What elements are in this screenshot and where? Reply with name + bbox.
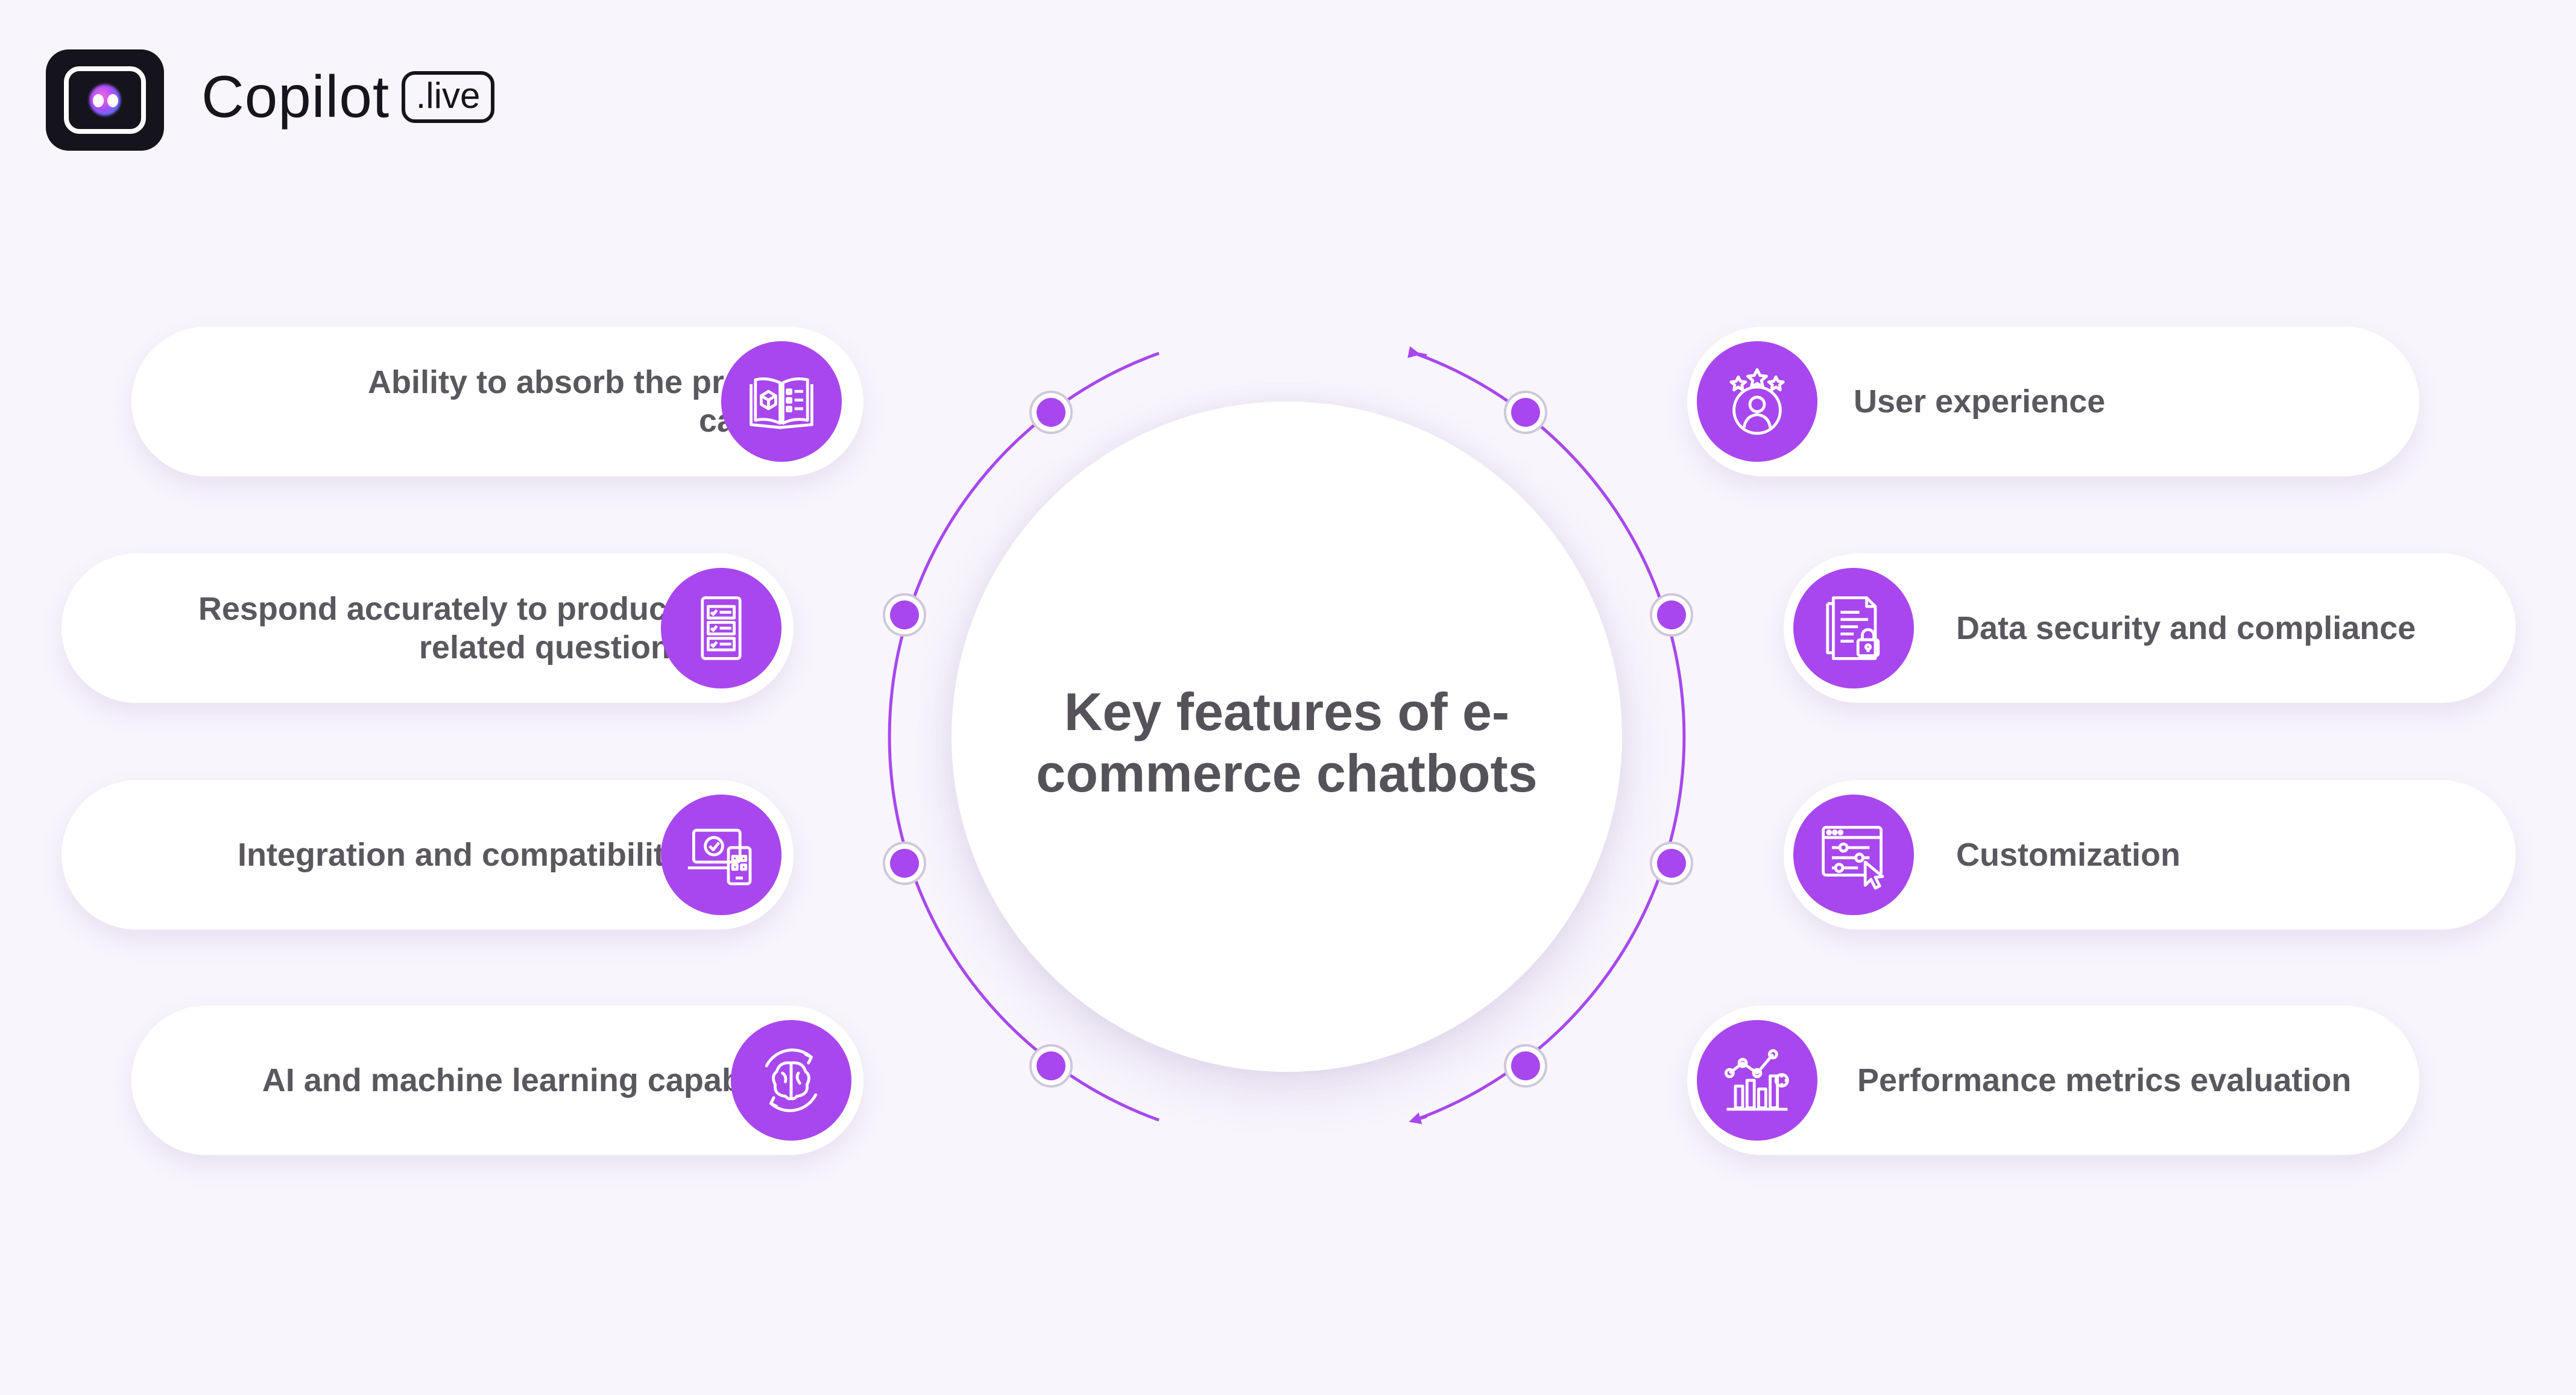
right-arc (1414, 351, 1686, 1122)
node-dot-left-3 (883, 842, 926, 885)
feature-card-customization: Customization (1784, 780, 2516, 930)
catalog-book-icon (721, 341, 842, 462)
node-dot-left-1 (1029, 391, 1073, 434)
analytics-chart-icon (1697, 1020, 1817, 1141)
node-dot-right-3 (1650, 842, 1693, 885)
feature-label: Customization (1956, 837, 2180, 873)
feature-label: Data security and compliance (1956, 610, 2416, 646)
left-arc (888, 351, 1160, 1122)
node-dot-left-2 (883, 593, 926, 637)
feature-card-ai: AI and machine learning capabilities (131, 1006, 863, 1155)
feature-card-integration: Integration and compatibility (62, 780, 794, 930)
feature-card-data-security: Data security and compliance (1784, 553, 2516, 703)
node-dot-right-1 (1504, 391, 1547, 434)
brain-cycle-icon (731, 1020, 851, 1141)
feature-card-performance: Performance metrics evaluation (1687, 1006, 2419, 1155)
feature-card-catalog: Ability to absorb the product catalog (131, 327, 863, 476)
feature-card-respond: Respond accurately to product-related qu… (62, 553, 794, 703)
feature-label: User experience (1854, 383, 2106, 420)
brand-name: Copilot (201, 63, 390, 130)
document-lock-icon (1793, 568, 1914, 688)
right-arc-bottom-arrow (1409, 1112, 1427, 1124)
node-dot-right-4 (1504, 1044, 1547, 1088)
brand-badge: .live (402, 71, 494, 123)
feature-label: Performance metrics evaluation (1857, 1062, 2352, 1098)
center-circle (952, 401, 1622, 1072)
feature-label: Respond accurately to product-related qu… (198, 591, 689, 666)
feature-card-user-experience: User experience (1687, 327, 2419, 476)
user-rating-icon (1697, 341, 1817, 462)
center-title: Key features of e-commerce chatbots (1036, 682, 1538, 803)
settings-window-icon (1793, 795, 1914, 915)
right-arc-top-arrow (1407, 346, 1427, 358)
node-dot-right-2 (1650, 593, 1693, 637)
laptop-phone-icon (661, 795, 781, 915)
feature-label: Integration and compatibility (237, 837, 683, 873)
node-dot-left-4 (1029, 1044, 1073, 1088)
copilot-logo-icon (46, 49, 164, 151)
checklist-icon (661, 568, 781, 688)
